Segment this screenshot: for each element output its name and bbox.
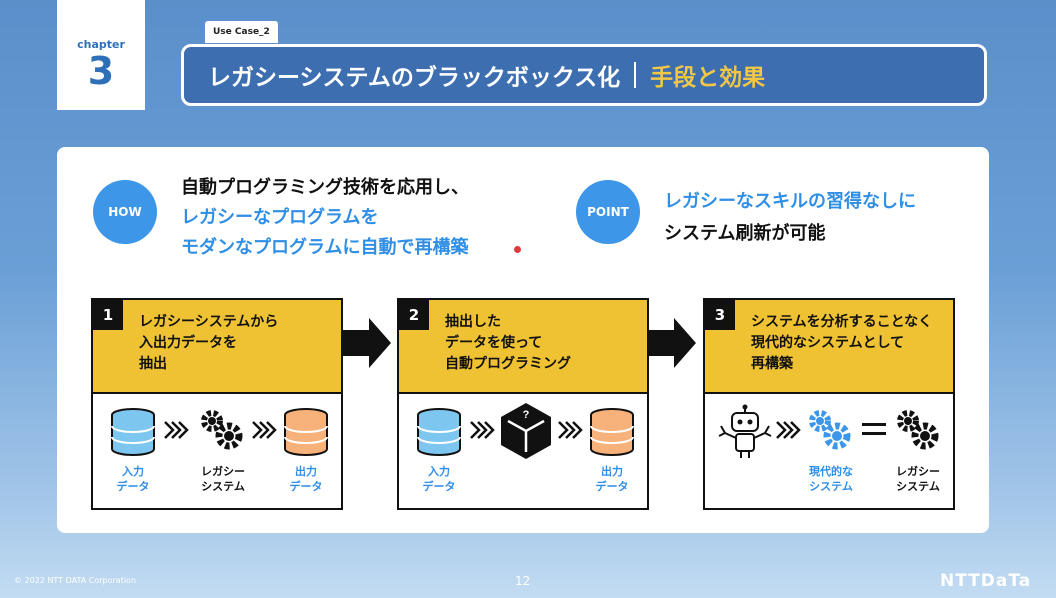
step-1-input-label: 入力データ bbox=[116, 465, 150, 493]
chevrons-icon bbox=[470, 421, 495, 439]
step-1-legacy-label: レガシーシステム bbox=[201, 465, 245, 493]
step-1-number: 1 bbox=[93, 300, 123, 330]
step-arrow-2 bbox=[648, 318, 696, 368]
input-database-icon bbox=[111, 408, 155, 456]
point-line-1: レガシーなスキルの習得なしに bbox=[664, 191, 916, 212]
output-database-icon bbox=[284, 408, 328, 456]
legacy-gears-icon bbox=[897, 410, 939, 450]
page-subtitle: 手段と効果 bbox=[650, 65, 766, 91]
how-badge: HOW bbox=[93, 180, 157, 244]
step-3: 3 システムを分析することなく現代的なシステムとして再構築 bbox=[703, 298, 955, 510]
ntt-data-logo: NTTDaTa bbox=[940, 571, 1032, 591]
step-1-output-label: 出力データ bbox=[289, 465, 323, 493]
chevrons-icon bbox=[776, 421, 801, 439]
how-line-1: 自動プログラミング技術を応用し、 bbox=[181, 177, 469, 198]
point-badge: POINT bbox=[576, 180, 640, 244]
title-box: レガシーシステムのブラックボックス化 手段と効果 bbox=[181, 44, 987, 106]
step-2-input-label: 入力データ bbox=[422, 465, 456, 493]
step-3-body: 現代的なシステム レガシーシステム bbox=[705, 394, 953, 512]
black-box-cube-icon: ? bbox=[501, 403, 551, 459]
modern-gears-icon bbox=[809, 410, 851, 450]
output-database-icon bbox=[590, 408, 634, 456]
gears-icon bbox=[201, 410, 243, 450]
chapter-number: 3 bbox=[87, 49, 115, 93]
step-1: 1 レガシーシステムから入出力データを抽出 入力データ レガシーシステム bbox=[91, 298, 343, 510]
step-1-text: レガシーシステムから入出力データを抽出 bbox=[139, 314, 279, 372]
step-2-header: 2 抽出したデータを使って自動プログラミング bbox=[399, 300, 647, 394]
robot-icon bbox=[718, 404, 772, 458]
step-3-header: 3 システムを分析することなく現代的なシステムとして再構築 bbox=[705, 300, 953, 394]
step-1-header: 1 レガシーシステムから入出力データを抽出 bbox=[93, 300, 341, 394]
page-title: レガシーシステムのブラックボックス化 bbox=[208, 65, 621, 91]
page-number: 12 bbox=[515, 574, 531, 588]
step-1-body: 入力データ レガシーシステム 出力データ bbox=[93, 394, 341, 512]
chevrons-icon bbox=[558, 421, 583, 439]
step-2-body: ? 入力データ 出力データ bbox=[399, 394, 647, 512]
title-separator bbox=[634, 62, 637, 88]
cursor-dot bbox=[514, 246, 521, 253]
svg-text:?: ? bbox=[523, 409, 530, 421]
step-2-text: 抽出したデータを使って自動プログラミング bbox=[445, 314, 571, 372]
chapter-label: chapter bbox=[77, 38, 125, 51]
step-3-legacy-label: レガシーシステム bbox=[896, 465, 940, 493]
point-line-2: システム刷新が可能 bbox=[664, 223, 826, 244]
step-2: 2 抽出したデータを使って自動プログラミング ? 入力データ 出力データ bbox=[397, 298, 649, 510]
step-3-text: システムを分析することなく現代的なシステムとして再構築 bbox=[751, 314, 933, 372]
copyright: © 2022 NTT DATA Corporation bbox=[14, 576, 137, 585]
equals-icon bbox=[862, 423, 886, 435]
how-line-3: モダンなプログラムに自動で再構築 bbox=[181, 237, 469, 258]
chevrons-icon bbox=[252, 421, 277, 439]
how-line-2: レガシーなプログラムを bbox=[181, 207, 379, 228]
step-2-output-label: 出力データ bbox=[595, 465, 629, 493]
step-2-number: 2 bbox=[399, 300, 429, 330]
step-3-number: 3 bbox=[705, 300, 735, 330]
step-3-modern-label: 現代的なシステム bbox=[809, 465, 853, 493]
chevrons-icon bbox=[164, 421, 189, 439]
use-case-tab: Use Case_2 bbox=[205, 21, 278, 43]
chapter-box: chapter 3 bbox=[57, 0, 145, 110]
step-arrow-1 bbox=[343, 318, 391, 368]
input-database-icon bbox=[417, 408, 461, 456]
